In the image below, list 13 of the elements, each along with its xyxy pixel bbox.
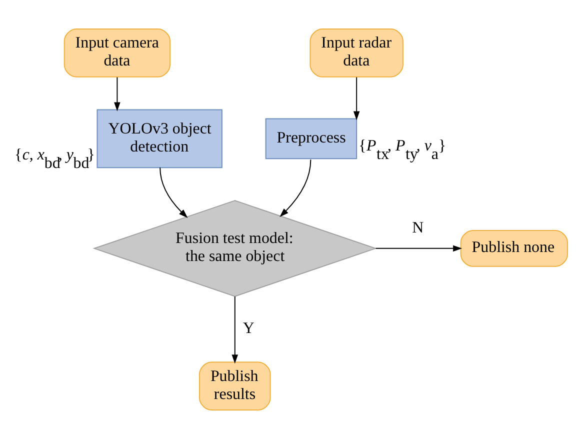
node-box: Publish none (460, 229, 568, 266)
arrow (353, 76, 360, 120)
arrow (280, 158, 312, 217)
node-box: Publish results (198, 361, 271, 410)
edge-label: N (412, 218, 424, 236)
edge-label: Y (242, 320, 254, 337)
arrow (232, 295, 238, 364)
arrow (160, 166, 188, 218)
node-diamond: Fusion test model: the same object (92, 200, 378, 296)
arrow (114, 76, 120, 111)
node-box: Input camera data (64, 28, 171, 77)
node-box: Input radar data (310, 28, 404, 77)
arrow (375, 244, 462, 252)
